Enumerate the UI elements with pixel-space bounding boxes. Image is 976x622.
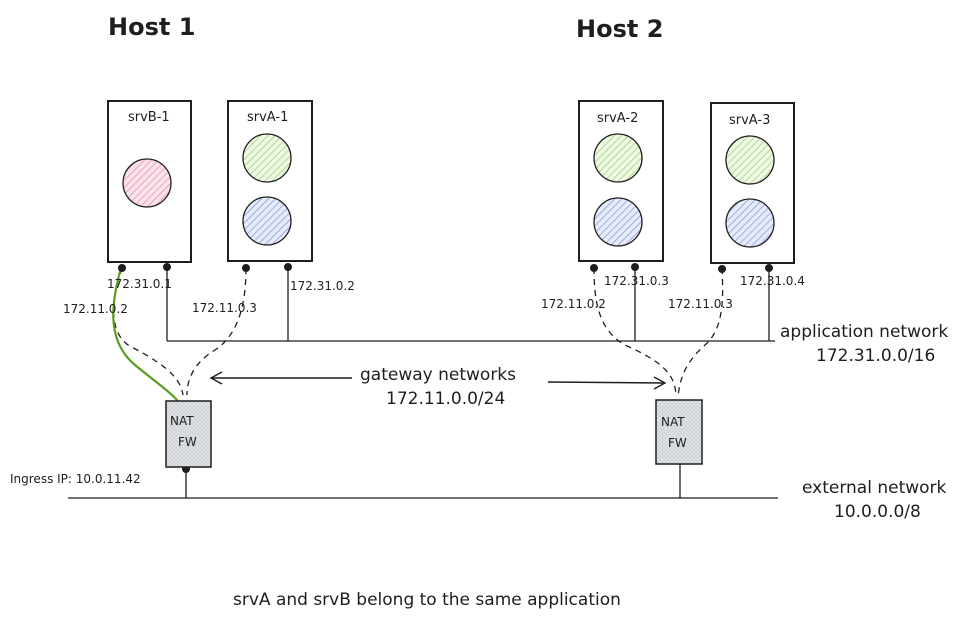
nat-fw-host-1: NAT FW <box>165 400 212 468</box>
diagram-caption: srvA and srvB belong to the same applica… <box>233 590 621 610</box>
ip-srvA1-app: 172.31.0.2 <box>290 279 355 293</box>
server-label: srvA-2 <box>597 111 638 126</box>
external-network-cidr: 10.0.0.0/8 <box>834 502 921 522</box>
ip-srvB1-app: 172.31.0.1 <box>107 277 172 291</box>
server-label: srvA-3 <box>729 113 770 128</box>
interface-dot <box>284 263 292 271</box>
srvA-top-indicator <box>242 133 292 183</box>
application-network <box>166 266 775 342</box>
gateway-networks-cidr: 172.11.0.0/24 <box>386 389 505 409</box>
ip-srvA2-app: 172.31.0.3 <box>604 274 669 288</box>
ip-srvA3-app: 172.31.0.4 <box>740 274 805 288</box>
server-label: srvA-1 <box>247 110 288 125</box>
srvA-top-indicator <box>593 133 643 183</box>
ingress-ip-label: Ingress IP: 10.0.11.42 <box>10 472 141 486</box>
server-srvA-1: srvA-1 <box>227 100 313 262</box>
interface-dot <box>163 263 171 271</box>
host-1-title: Host 1 <box>108 13 195 41</box>
interface-dot <box>590 264 598 272</box>
interface-dot <box>765 264 773 272</box>
nat-fw-host-2: NAT FW <box>655 399 703 465</box>
nat-fw-line2: FW <box>178 435 197 449</box>
interface-dots <box>118 263 773 473</box>
gateway-arrows <box>209 371 667 390</box>
nat-fw-line1: NAT <box>170 414 194 428</box>
srvB-indicator <box>122 158 172 208</box>
srvA-bottom-indicator <box>725 198 775 248</box>
gateway-networks-label: gateway networks <box>360 365 516 385</box>
server-label: srvB-1 <box>128 110 170 125</box>
interface-dot <box>718 265 726 273</box>
interface-dot <box>631 263 639 271</box>
ip-srvA1-gw: 172.11.0.3 <box>192 301 257 315</box>
nat-fw-line1: NAT <box>661 415 685 429</box>
app-network-cidr: 172.31.0.0/16 <box>816 346 935 366</box>
server-srvA-3: srvA-3 <box>710 102 795 264</box>
external-network <box>68 464 778 499</box>
external-network-label: external network <box>802 478 947 498</box>
srvA-bottom-indicator <box>242 196 292 246</box>
srvA-top-indicator <box>725 135 775 185</box>
srvA-bottom-indicator <box>593 197 643 247</box>
host-2-title: Host 2 <box>576 15 663 43</box>
ip-srvB1-gw: 172.11.0.2 <box>63 302 128 316</box>
nat-fw-line2: FW <box>668 436 687 450</box>
server-srvB-1: srvB-1 <box>107 100 192 263</box>
ip-srvA3-gw: 172.11.0.3 <box>668 297 733 311</box>
interface-dot <box>242 264 250 272</box>
app-network-label: application network <box>780 322 948 342</box>
server-srvA-2: srvA-2 <box>578 100 664 262</box>
interface-dot <box>118 264 126 272</box>
ip-srvA2-gw: 172.11.0.2 <box>541 297 606 311</box>
